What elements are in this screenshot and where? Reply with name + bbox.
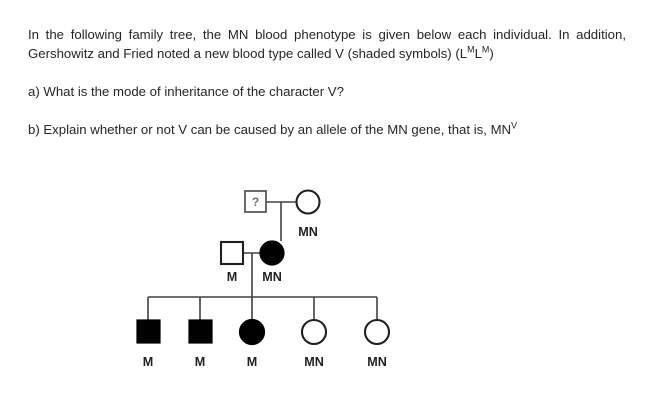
question-text-block: In the following family tree, the MN blo… — [28, 12, 626, 152]
intro-superscript-2: M — [481, 44, 490, 55]
question-item-a: a) What is the mode of inheritance of th… — [28, 84, 344, 100]
intro-paragraph: In the following family tree, the MN blo… — [28, 25, 626, 63]
question-item-b-superscript: V — [511, 120, 518, 131]
individual-I-1-square-unknown[interactable] — [244, 190, 267, 213]
individual-II-2-label: MN — [262, 270, 282, 284]
individual-I-1-question-mark: ? — [252, 195, 259, 209]
intro-superscript-1: M — [467, 44, 475, 55]
individual-II-1-square[interactable] — [219, 240, 245, 266]
individual-I-2-label: MN — [298, 225, 318, 239]
individual-II-2-circle-filled[interactable] — [259, 240, 285, 266]
individual-III-5-circle[interactable] — [363, 318, 391, 346]
individual-III-4-label: MN — [304, 355, 324, 369]
individual-III-3-label: M — [247, 355, 258, 369]
pedigree-connector-lines — [147, 201, 378, 320]
generation-3-group: M M M MN MN — [136, 318, 391, 369]
individual-II-1-label: M — [227, 270, 238, 284]
intro-paragraph-text: In the following family tree, the MN blo… — [28, 27, 626, 62]
individual-III-1-label: M — [143, 355, 154, 369]
intro-paragraph-mid: L — [474, 46, 482, 62]
question-item-b: b) Explain whether or not V can be cause… — [28, 120, 626, 139]
individual-III-2-square-filled[interactable] — [188, 319, 213, 344]
individual-III-5-label: MN — [367, 355, 387, 369]
individual-III-1-square-filled[interactable] — [136, 319, 161, 344]
individual-III-2-label: M — [195, 355, 206, 369]
generation-2-group: M MN — [219, 240, 285, 284]
question-item-b-text: b) Explain whether or not V can be cause… — [28, 122, 512, 138]
individual-III-4-circle[interactable] — [300, 318, 328, 346]
intro-paragraph-end: ) — [489, 46, 494, 62]
individual-III-3-circle-filled[interactable] — [238, 318, 266, 346]
generation-1-group: ? MN — [244, 189, 321, 239]
individual-I-2-circle[interactable] — [295, 189, 321, 215]
